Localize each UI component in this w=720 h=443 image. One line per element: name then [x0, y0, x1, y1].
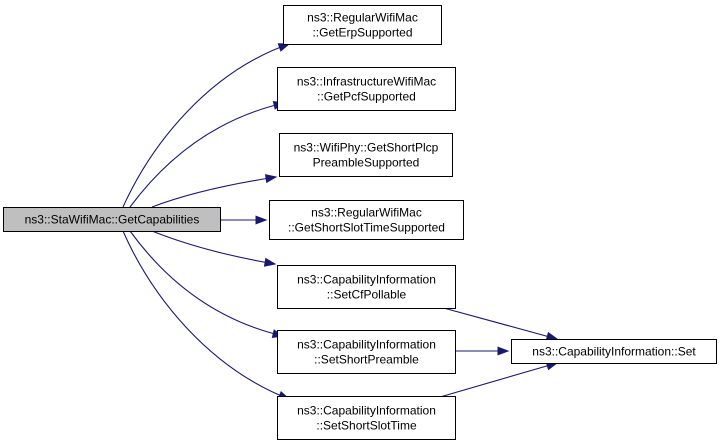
node-box — [277, 330, 456, 374]
node-box — [3, 207, 221, 232]
edge-root-to-erp — [122, 43, 291, 208]
arrowhead-icon — [255, 215, 268, 225]
arrowhead-icon — [545, 331, 559, 341]
node-label: ::SetShortPreamble — [314, 353, 419, 367]
node-cfpoll[interactable]: ns3::CapabilityInformation::SetCfPollabl… — [277, 265, 456, 309]
edge-line — [439, 362, 558, 398]
node-slotsup[interactable]: ns3::RegularWifiMac::GetShortSlotTimeSup… — [269, 200, 464, 240]
edge-shortslot-to-set — [439, 361, 559, 398]
arrowhead-icon — [497, 346, 510, 356]
node-plcp[interactable]: ns3::WifiPhy::GetShortPlcpPreambleSuppor… — [279, 133, 453, 177]
node-box — [269, 200, 464, 240]
node-pcf[interactable]: ns3::InfrastructureWifiMac::GetPcfSuppor… — [277, 67, 456, 111]
node-shortslot[interactable]: ns3::CapabilityInformation::SetShortSlot… — [277, 396, 456, 440]
edge-root-to-shortslot — [122, 230, 291, 400]
node-label: ns3::CapabilityInformation — [297, 404, 436, 418]
node-label: ::GetErpSupported — [312, 26, 412, 40]
edge-shortpre-to-set — [455, 346, 510, 356]
edge-line — [129, 230, 284, 337]
node-box — [277, 67, 456, 111]
node-label: ::GetShortSlotTimeSupported — [288, 221, 445, 235]
node-label: ns3::RegularWifiMac — [307, 11, 418, 25]
node-erp[interactable]: ns3::RegularWifiMac::GetErpSupported — [283, 5, 442, 45]
node-label: ns3::CapabilityInformation — [297, 338, 436, 352]
edge-root-to-cfpoll — [151, 230, 277, 267]
node-label: ns3::RegularWifiMac — [311, 206, 422, 220]
node-label: ::SetShortSlotTime — [316, 419, 417, 433]
edge-line — [122, 230, 290, 400]
edge-line — [439, 306, 558, 340]
node-box — [277, 396, 456, 440]
node-box — [277, 265, 456, 309]
node-box — [511, 339, 717, 364]
edge-line — [151, 176, 277, 208]
edge-root-to-slotsup — [220, 215, 268, 225]
node-box — [283, 5, 442, 45]
node-label: ns3::StaWifiMac::GetCapabilities — [25, 213, 200, 227]
node-label: ns3::CapabilityInformation::Set — [532, 345, 696, 359]
edge-root-to-shortpre — [129, 230, 285, 339]
node-label: ns3::WifiPhy::GetShortPlcp — [294, 141, 439, 155]
node-label: ns3::InfrastructureWifiMac — [297, 75, 436, 89]
edge-line — [129, 102, 285, 208]
edge-root-to-plcp — [151, 174, 278, 208]
node-set[interactable]: ns3::CapabilityInformation::Set — [511, 339, 717, 364]
node-box — [279, 133, 453, 177]
node-label: ::GetPcfSupported — [317, 90, 416, 104]
edge-line — [122, 43, 290, 208]
node-shortpre[interactable]: ns3::CapabilityInformation::SetShortPrea… — [277, 330, 456, 374]
node-root[interactable]: ns3::StaWifiMac::GetCapabilities — [3, 207, 221, 232]
edge-cfpoll-to-set — [439, 306, 559, 341]
node-label: PreambleSupported — [313, 156, 420, 170]
edge-line — [151, 230, 276, 265]
nodes-layer: ns3::StaWifiMac::GetCapabilities ns3::Reg… — [3, 5, 717, 440]
arrowhead-icon — [264, 174, 278, 184]
node-label: ns3::CapabilityInformation — [297, 273, 436, 287]
arrowhead-icon — [263, 257, 277, 267]
node-label: ::SetCfPollable — [327, 288, 407, 302]
